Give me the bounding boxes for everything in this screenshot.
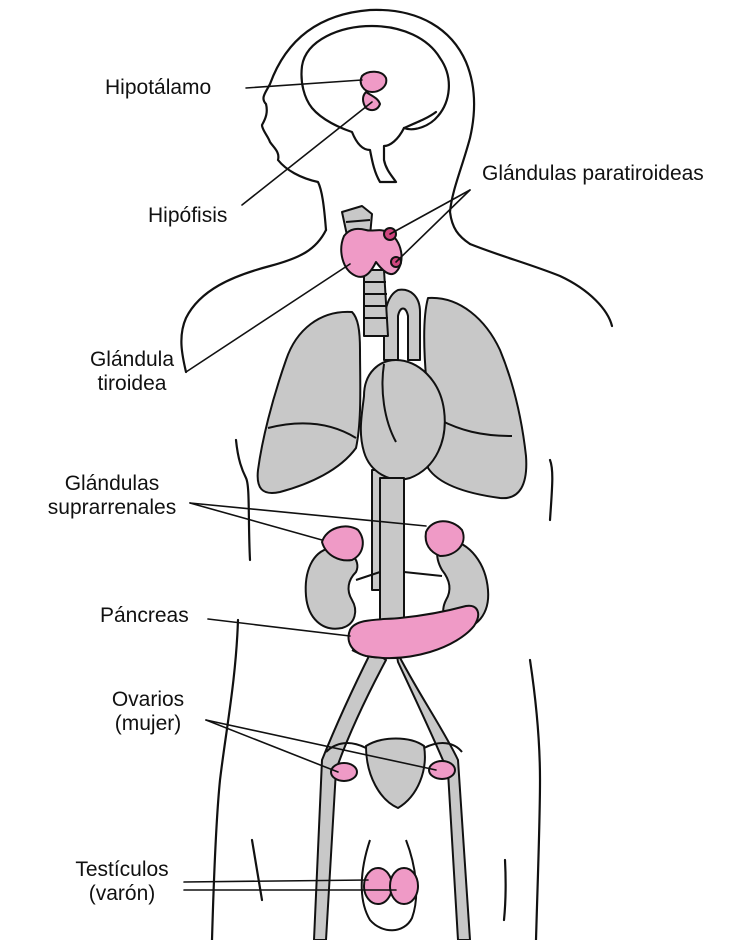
leader-suprarrenales-2	[189, 502, 427, 527]
leader-hipotalamo	[245, 79, 363, 89]
label-hipotalamo: Hipotálamo	[105, 76, 212, 99]
label-glandulas-suprarrenales: Glándulas suprarrenales	[32, 472, 192, 520]
trachea	[363, 269, 389, 337]
label-testiculos-line2: (varón)	[88, 882, 156, 905]
right-lung-image-left	[256, 310, 362, 494]
brain-outline	[300, 24, 450, 184]
label-glandula-tiroidea-line1: Glándula	[89, 348, 175, 371]
iliac-vessels	[313, 649, 387, 941]
label-suprarrenales-line1: Glándulas	[64, 472, 160, 495]
thyroid-gland	[340, 227, 403, 278]
label-glandula-tiroidea-line2: tiroidea	[97, 372, 167, 395]
testis-right	[389, 867, 419, 905]
label-glandulas-paratiroideas: Glándulas paratiroideas	[482, 162, 704, 185]
label-suprarrenales-line2: suprarrenales	[47, 496, 177, 519]
label-testiculos-line1: Testículos	[75, 858, 169, 881]
right-shoulder-outline	[468, 242, 614, 328]
aorta	[383, 288, 421, 361]
leader-ovarios-1	[205, 719, 339, 773]
ovary-left-image-right	[428, 760, 456, 780]
left-arm-line	[234, 438, 252, 562]
label-pancreas: Páncreas	[100, 604, 189, 627]
adrenal-gland-left	[424, 520, 465, 557]
right-arm-line	[548, 458, 554, 522]
pancreas	[347, 604, 480, 660]
leader-ovarios-2	[205, 719, 437, 771]
left-shoulder-outline	[180, 228, 328, 374]
label-ovarios-line2: (mujer)	[114, 712, 182, 735]
label-ovarios: Ovarios (mujer)	[90, 688, 206, 736]
ovary-right-image-left	[330, 762, 358, 782]
label-hipofisis: Hipófisis	[148, 204, 228, 227]
testis-left	[363, 867, 393, 905]
abdominal-aorta	[379, 477, 405, 641]
leader-hipofisis	[241, 101, 373, 206]
label-glandula-tiroidea: Glándula tiroidea	[72, 348, 192, 396]
uterus	[365, 737, 426, 809]
right-torso-outline	[528, 658, 542, 942]
label-testiculos: Testículos (varón)	[58, 858, 186, 906]
leader-paratiroideas-2	[395, 189, 471, 263]
leader-pancreas	[207, 618, 351, 637]
leader-testiculos-1	[183, 879, 369, 883]
adrenal-gland-right	[321, 525, 364, 562]
label-ovarios-line1: Ovarios	[111, 688, 185, 711]
hypothalamus-gland	[359, 70, 388, 93]
leader-suprarrenales-1	[189, 502, 323, 541]
leader-tiroidea	[185, 263, 351, 373]
left-torso-outline	[210, 618, 240, 942]
right-kidney-image-left	[304, 546, 359, 630]
head-outline	[260, 8, 476, 246]
leader-paratiroideas-1	[389, 189, 471, 235]
